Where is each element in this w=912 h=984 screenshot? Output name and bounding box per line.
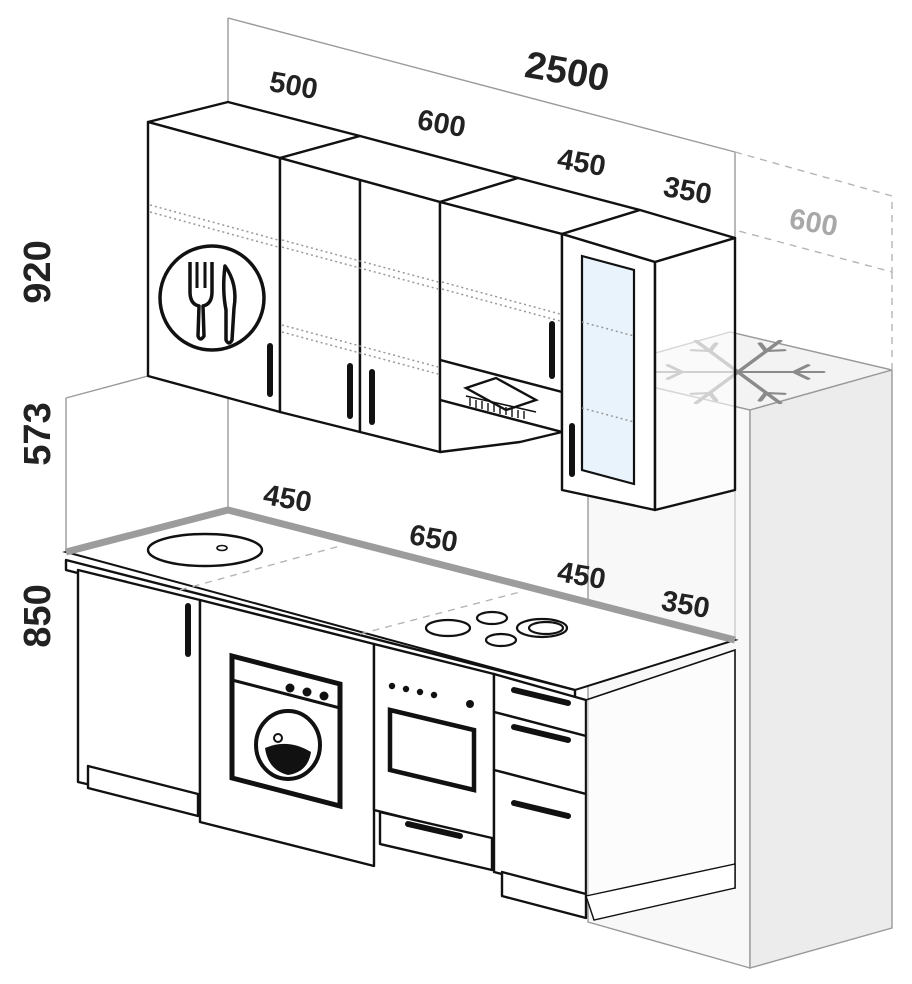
drawer-unit (492, 648, 736, 921)
upper-cabinet-600 (278, 134, 520, 454)
upper-cabinet-450-hood (438, 176, 642, 454)
hob-icon (424, 610, 569, 648)
washing-machine (198, 598, 376, 868)
fork-knife-icon (158, 244, 266, 352)
glass-door-panel (580, 254, 636, 486)
dim-upper-600: 600 (415, 104, 468, 144)
washing-machine-icon (229, 652, 343, 810)
dim-upper-500: 500 (267, 66, 320, 106)
oven-cabinet (372, 642, 496, 872)
oven-icon (387, 682, 477, 793)
dim-height-920: 920 (17, 240, 59, 303)
dim-worktop-650: 650 (407, 519, 460, 559)
sink-icon (146, 532, 264, 568)
upper-cabinet-350-glass (560, 208, 737, 512)
range-hood-icon (463, 376, 539, 419)
dim-upper-350: 350 (661, 171, 714, 211)
base-cabinet-sink (76, 568, 202, 818)
dim-upper-450: 450 (555, 143, 608, 183)
upper-cabinet-500 (146, 100, 362, 414)
dim-total-width: 2500 (522, 44, 613, 100)
dim-height-850: 850 (17, 584, 59, 647)
dim-height-573: 573 (17, 402, 59, 465)
dim-worktop-450a: 450 (261, 479, 314, 519)
dim-fridge-600: 600 (787, 203, 840, 243)
